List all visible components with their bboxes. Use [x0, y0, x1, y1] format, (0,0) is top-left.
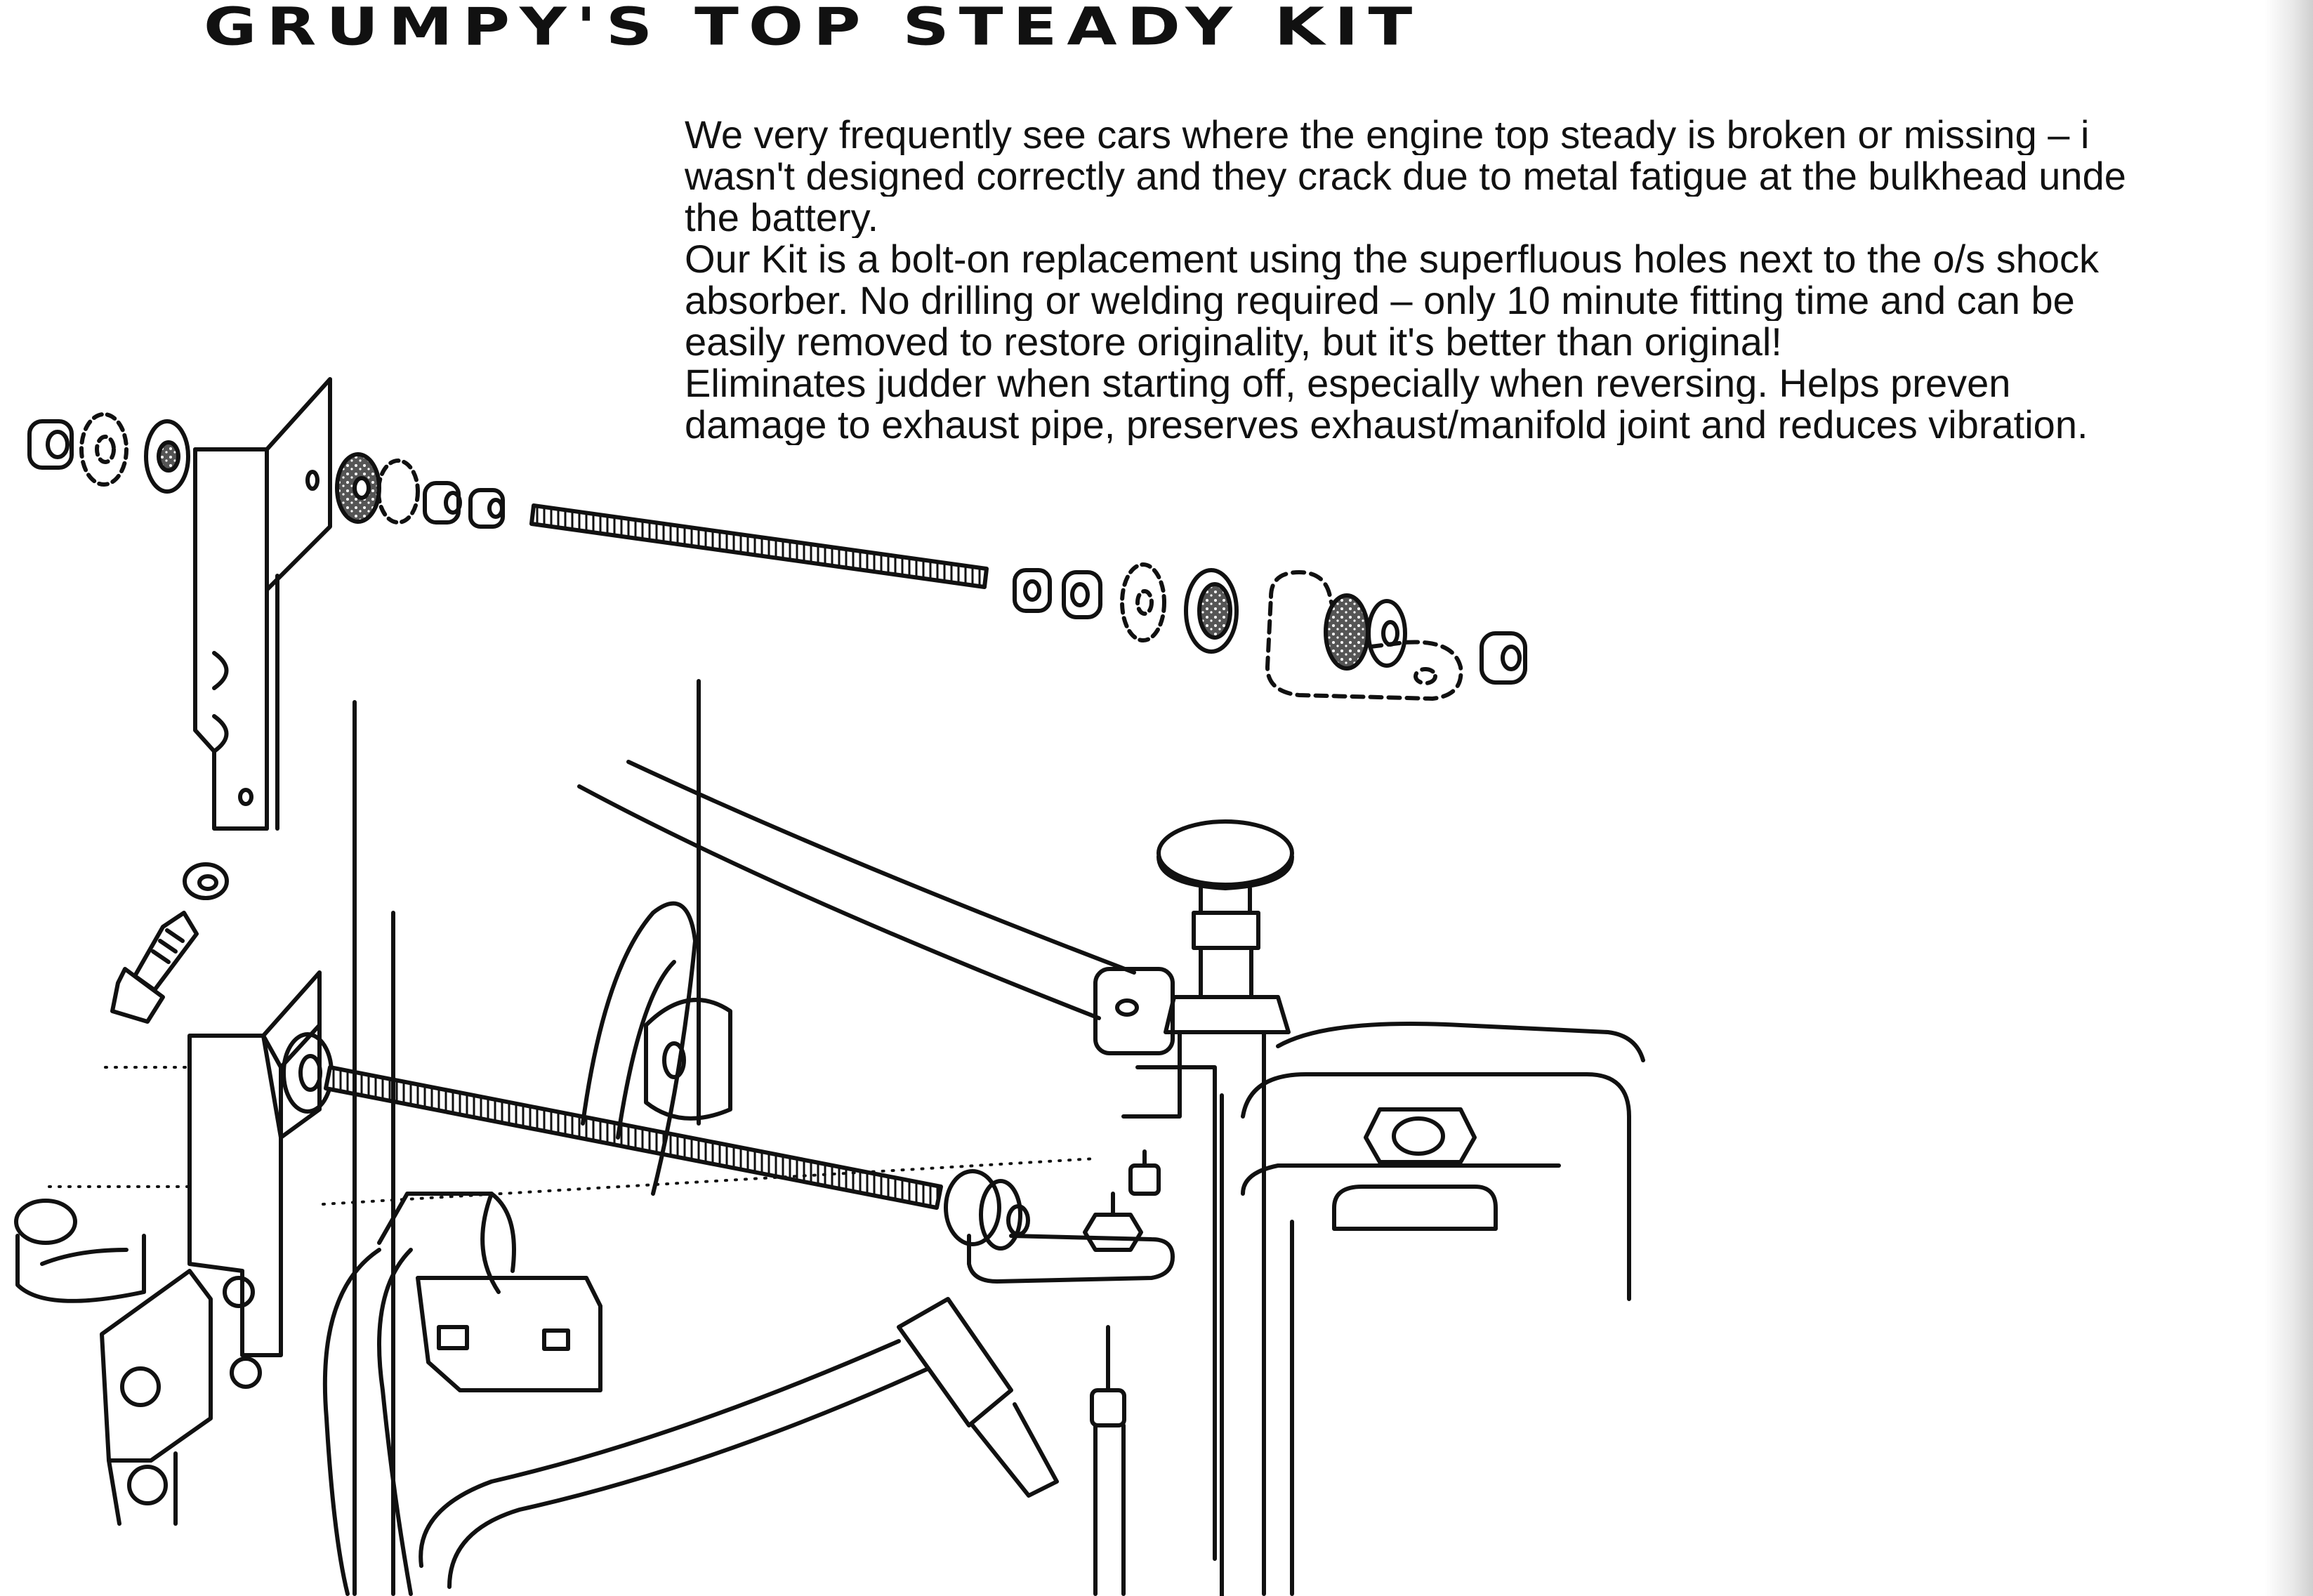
- paragraph-solution: Our Kit is a bolt-on replacement using t…: [685, 238, 2201, 362]
- bulkhead-dotted-line: [48, 1066, 1097, 1206]
- text-line: easily removed to restore originality, b…: [685, 321, 1782, 362]
- spacer-icon: [1062, 570, 1102, 619]
- rubber-bush-icon: [335, 452, 381, 524]
- washer-icon: [376, 459, 420, 525]
- scan-edge-shadow: [2265, 0, 2313, 1596]
- thermostat-housing: [644, 998, 732, 1121]
- text-line: damage to exhaust pipe, preserves exhaus…: [685, 404, 2088, 445]
- nut-icon: [1083, 1192, 1143, 1252]
- text-line: absorber. No drilling or welding require…: [685, 279, 2075, 321]
- washer-icon: [79, 412, 128, 487]
- nut-icon: [1013, 568, 1052, 613]
- text-line: the battery.: [685, 197, 879, 238]
- ignition-coil: [416, 1276, 602, 1392]
- rubber-bush-icon: [1184, 568, 1239, 654]
- kit-description: We very frequently see cars where the en…: [685, 114, 2201, 445]
- text-line: We very frequently see cars where the en…: [685, 114, 2090, 155]
- washer-icon: [1120, 562, 1166, 642]
- page-title: GRUMPY'S TOP STEADY KIT: [204, 0, 1423, 58]
- nut-icon: [27, 419, 74, 470]
- rubber-bush-icon: [944, 1169, 1030, 1251]
- bolt-icon: [110, 911, 199, 1024]
- lower-mounting-plate: [967, 1234, 1175, 1284]
- master-cylinder: [14, 1199, 262, 1526]
- text-line: Our Kit is a bolt-on replacement using t…: [685, 238, 2100, 279]
- threaded-rod: [324, 1065, 943, 1210]
- rubber-bush-icon: [144, 419, 190, 494]
- mounting-plate: [1265, 570, 1463, 701]
- text-line: Eliminates judder when starting off, esp…: [685, 362, 2011, 404]
- paragraph-problem: We very frequently see cars where the en…: [685, 114, 2201, 238]
- nut-icon: [468, 488, 505, 529]
- threaded-rod: [529, 503, 989, 589]
- upper-bracket: [193, 377, 332, 831]
- spring-washer-icon: [183, 862, 229, 900]
- hoses-and-wires: [322, 679, 1059, 1596]
- rubber-bush-icon: [1324, 593, 1407, 671]
- nut-icon: [1480, 631, 1527, 685]
- engine-block: [1135, 1022, 1645, 1596]
- stud-nut-icon: [1090, 1149, 1161, 1596]
- radiator-cap: [1121, 819, 1294, 1161]
- paragraph-benefits: Eliminates judder when starting off, esp…: [685, 362, 2201, 445]
- text-line: wasn't designed correctly and they crack…: [685, 155, 2126, 197]
- spacer-icon: [423, 481, 462, 525]
- rubber-bush-icon: [282, 1032, 334, 1114]
- radiator-hose: [577, 760, 1136, 1020]
- lower-bracket: [187, 970, 322, 1357]
- hose-clamp: [1093, 967, 1175, 1055]
